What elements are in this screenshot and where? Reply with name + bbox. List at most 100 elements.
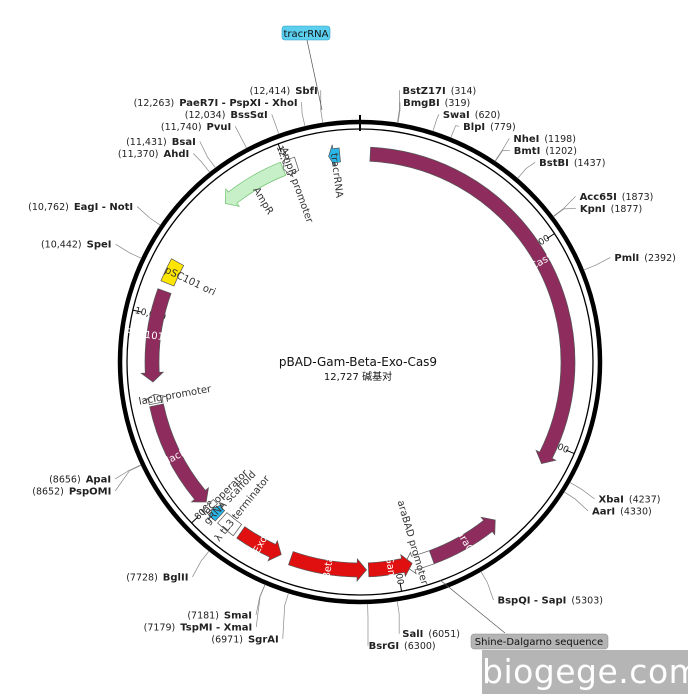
feature-grna-scaffold: [207, 503, 226, 522]
site-label-text: BstBI(1437): [539, 158, 605, 169]
feature-label-gam: Gam: [383, 555, 397, 580]
site-bmti: BmtI(1202): [514, 146, 577, 157]
feature-ampr-promoter: [282, 154, 300, 178]
site-position: (12,034): [185, 110, 226, 121]
feature-laciq-promoter: [144, 393, 167, 406]
site-leader: [450, 125, 460, 138]
site-leader: [553, 208, 576, 217]
site-position: (1202): [545, 146, 577, 157]
site-sali: SalI(6051): [402, 629, 460, 640]
site-name: BmgBI: [403, 98, 440, 109]
feature-psc101-ori: [160, 258, 185, 287]
site-name: AarI: [592, 506, 615, 517]
site-leader: [114, 464, 142, 480]
site-pvui: (11,740) PvuI: [161, 122, 231, 133]
site-label-text: BlpI(779): [463, 122, 515, 133]
site-xbai: XbaI(4237): [599, 494, 661, 505]
site-sgrai: (6971)SgrAI: [211, 634, 278, 645]
site-leader: [320, 90, 324, 123]
feature-label-ampr-promoter: AmpR promoter: [278, 146, 315, 225]
site-leader: [397, 90, 400, 123]
site-label-text: (6971)SgrAI: [211, 634, 278, 645]
plasmid-size: 12,727 碱基对: [324, 370, 392, 383]
feature-arcs: [140, 144, 576, 582]
site-leader: [517, 162, 536, 179]
feature-label-ampr: AmpR: [250, 186, 275, 217]
feature-lambda-tl3-terminator: [217, 512, 243, 537]
site-label-text: (8656)ApaI: [49, 474, 111, 485]
site-nhei: NheI(1198): [513, 134, 576, 145]
site-leader: [432, 114, 440, 132]
site-name: KpnI: [580, 204, 606, 215]
site-name: SpeI: [87, 240, 112, 251]
site-name: TspMI - XmaI: [180, 622, 252, 633]
site-leader: [301, 102, 306, 127]
feature-label-tracrrna-arrow: tracrRNA: [328, 152, 345, 198]
site-leader: [495, 149, 510, 162]
scale-tick: [132, 309, 142, 313]
site-position: (7181): [187, 610, 219, 621]
feature-exo: [236, 526, 282, 562]
scale-tick: [277, 143, 282, 153]
site-position: (620): [475, 110, 501, 121]
site-name: BstZ17I: [402, 86, 445, 97]
site-leader: [583, 257, 611, 271]
site-position: (1198): [544, 134, 576, 145]
site-name: PspOMI: [69, 486, 111, 497]
site-swai: SwaI(620): [443, 110, 500, 121]
feature-arabad-promoter: [403, 550, 435, 575]
site-bsai: (11,431)BsaI: [126, 137, 196, 148]
site-label-text: Acc65I(1873): [580, 192, 654, 203]
site-name: PvuI: [207, 122, 232, 133]
backbone-ring: [117, 115, 603, 605]
site-name: PmlI: [614, 253, 639, 264]
site-position: (6300): [404, 641, 436, 652]
site-bstbi: BstBI(1437): [539, 158, 605, 169]
site-label-text: (7728)BglII: [126, 572, 188, 583]
site-position: (8652): [32, 486, 64, 497]
site-label-text: (12,263)PaeR7I - PspXI - XhoI: [134, 98, 298, 109]
site-label-text: NheI(1198): [513, 134, 576, 145]
scale-tick: [399, 582, 403, 592]
site-label-text: BstZ17I (314): [402, 86, 476, 97]
feature-cas9: [369, 146, 576, 464]
site-label-text: SwaI(620): [443, 110, 500, 121]
site-label-text: (11,370)AhdI: [118, 149, 189, 160]
tracrrna-tag: tracrRNA: [281, 25, 331, 111]
tracrrna-label: tracrRNA: [283, 29, 328, 40]
site-name: BssSαI: [230, 110, 267, 121]
site-leader: [199, 141, 216, 169]
shine-dalgarno-tag: Shine-Dalgarno sequence: [439, 579, 609, 650]
site-label-text: (10,762)EagI - NotI: [28, 202, 133, 213]
site-position: (11,740): [161, 122, 202, 133]
site-leader: [234, 126, 248, 149]
site-leader: [494, 138, 510, 162]
site-name: Acc65I: [580, 192, 617, 203]
site-label-text: (7179) TspMI - XmaI: [144, 622, 253, 633]
site-leader: [569, 482, 595, 500]
site-position: (7728): [126, 572, 158, 583]
site-position: (12,414): [250, 86, 291, 97]
site-leader: [563, 491, 589, 512]
site-label-text: SalI(6051): [402, 629, 460, 640]
scale-tick: [191, 516, 199, 524]
site-leader: [255, 584, 266, 627]
site-label-text: BspQI - SapI(5303): [497, 596, 603, 607]
site-leader: [115, 464, 142, 492]
site-label-text: BmtI(1202): [514, 146, 577, 157]
site-leader: [553, 196, 576, 217]
site-position: (314): [451, 86, 477, 97]
site-acc65i: Acc65I(1873): [580, 192, 654, 203]
site-kpni: KpnI(1877): [580, 204, 642, 215]
site-position: (8656): [49, 474, 81, 485]
feature-beta: [288, 551, 367, 582]
site-name: BlpI: [463, 122, 485, 133]
scale-tick: [546, 233, 555, 240]
site-name: SmaI: [224, 610, 252, 621]
site-position: (5303): [571, 596, 603, 607]
site-position: (7179): [144, 622, 176, 633]
site-position: (11,431): [126, 137, 167, 148]
site-position: (12,263): [134, 98, 175, 109]
site-position: (6971): [211, 634, 243, 645]
site-leader: [136, 206, 161, 226]
